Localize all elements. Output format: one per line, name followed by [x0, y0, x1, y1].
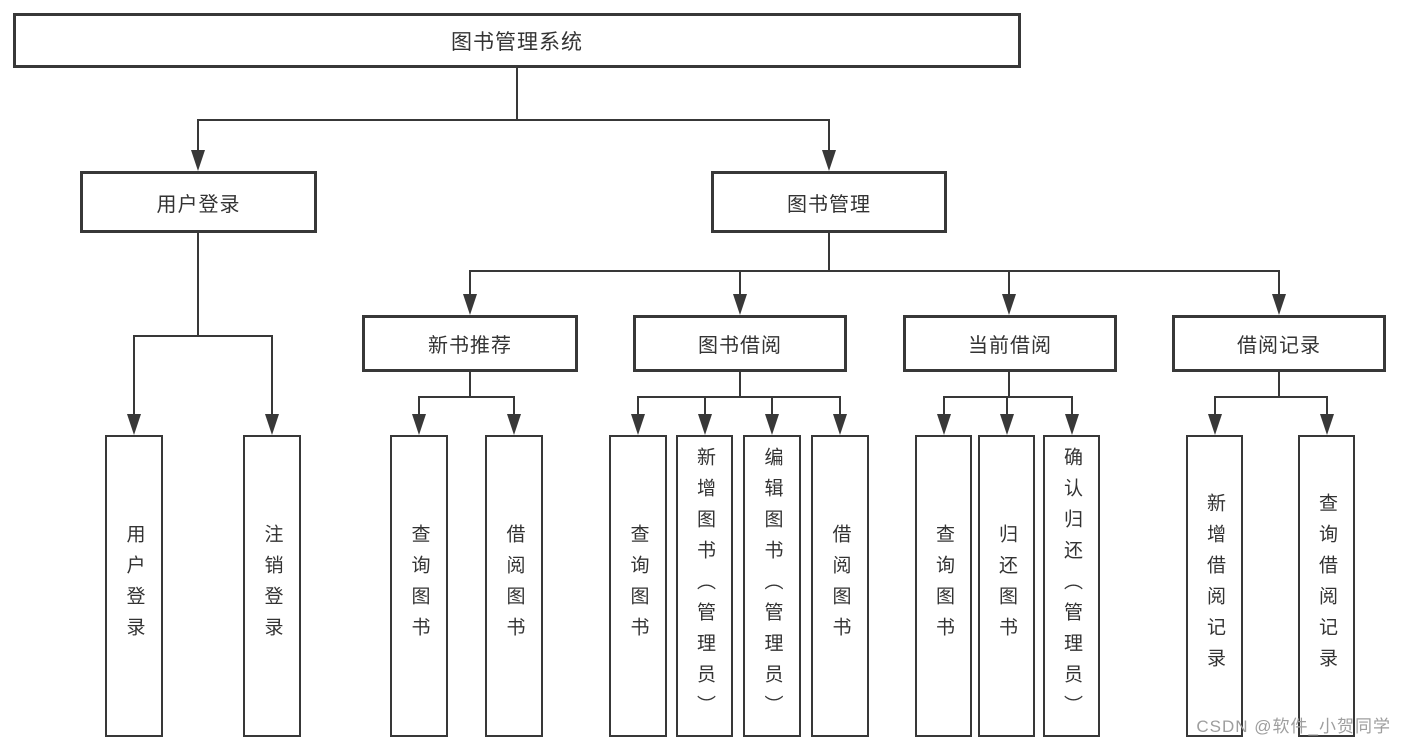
- leaf-user-login: 用户登录: [105, 435, 163, 737]
- leaf-return-books: 归还图书: [978, 435, 1035, 737]
- leaf-edit-books-admin: 编辑图书（管理员）: [743, 435, 801, 737]
- leaf-add-books-admin: 新增图书（管理员）: [676, 435, 733, 737]
- leaf-borrow-books: 借阅图书: [811, 435, 869, 737]
- leaf-query-books: 查询图书: [390, 435, 448, 737]
- leaf-label: 注销登录: [261, 524, 283, 648]
- leaf-label: 查询图书: [627, 524, 649, 648]
- leaf-query-borrow-record: 查询借阅记录: [1298, 435, 1355, 737]
- leaf-label: 归还图书: [996, 524, 1017, 648]
- node-label: 图书管理: [787, 193, 871, 216]
- arrowheads: [127, 150, 1334, 435]
- leaf-label: 借阅图书: [503, 524, 525, 648]
- node-label: 用户登录: [156, 193, 241, 216]
- csdn-watermark: CSDN @软件_小贺同学: [1196, 717, 1391, 736]
- leaf-borrow-books: 借阅图书: [485, 435, 543, 737]
- node-label: 图书管理系统: [451, 30, 583, 54]
- node-current-borrow: 当前借阅: [903, 315, 1117, 372]
- leaf-label: 借阅图书: [829, 524, 851, 648]
- leaf-label: 查询借阅记录: [1316, 493, 1337, 679]
- node-book-management: 图书管理: [711, 171, 947, 233]
- leaf-label: 编辑图书（管理员）: [761, 446, 783, 726]
- node-book-borrow: 图书借阅: [633, 315, 847, 372]
- leaf-confirm-return-admin: 确认归还（管理员）: [1043, 435, 1100, 737]
- leaf-label: 新增借阅记录: [1204, 493, 1225, 679]
- leaf-label: 查询图书: [933, 524, 954, 648]
- leaf-query-books: 查询图书: [609, 435, 667, 737]
- node-label: 图书借阅: [698, 335, 782, 357]
- node-label: 借阅记录: [1237, 335, 1321, 357]
- node-user-login: 用户登录: [80, 171, 317, 233]
- leaf-query-books: 查询图书: [915, 435, 972, 737]
- node-label: 新书推荐: [428, 335, 512, 357]
- node-new-book-recommend: 新书推荐: [362, 315, 578, 372]
- node-label: 当前借阅: [968, 335, 1052, 357]
- leaf-label: 用户登录: [123, 524, 145, 648]
- node-library-management-system: 图书管理系统: [13, 13, 1021, 68]
- leaf-logout: 注销登录: [243, 435, 301, 737]
- leaf-label: 查询图书: [408, 524, 430, 648]
- leaf-add-borrow-record: 新增借阅记录: [1186, 435, 1243, 737]
- leaf-label: 确认归还（管理员）: [1061, 446, 1082, 726]
- leaf-label: 新增图书（管理员）: [694, 446, 715, 726]
- node-borrow-record: 借阅记录: [1172, 315, 1386, 372]
